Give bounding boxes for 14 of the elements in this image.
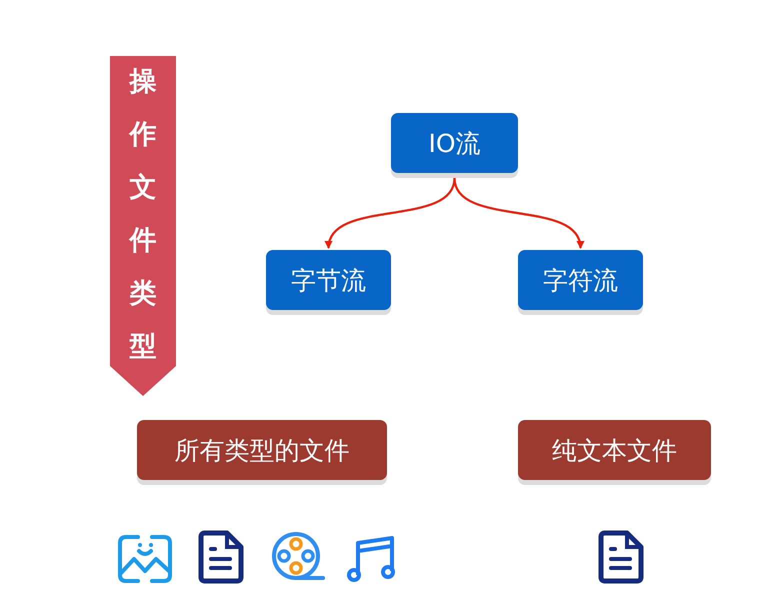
banner-ribbon xyxy=(110,56,176,396)
process-box xyxy=(391,113,518,173)
process-box xyxy=(266,250,391,310)
box-label: IO流 xyxy=(428,128,481,160)
category-box xyxy=(518,420,711,480)
box-label: 字节流 xyxy=(291,264,366,296)
box-label: 字符流 xyxy=(543,264,618,296)
category-box xyxy=(137,420,387,480)
process-box xyxy=(518,250,643,310)
banner-text: 操作文件类型 xyxy=(129,64,157,364)
box-label: 所有类型的文件 xyxy=(174,434,350,466)
curved-arrow xyxy=(453,178,583,249)
curved-arrow xyxy=(326,178,456,249)
box-label: 纯文本文件 xyxy=(552,434,677,466)
